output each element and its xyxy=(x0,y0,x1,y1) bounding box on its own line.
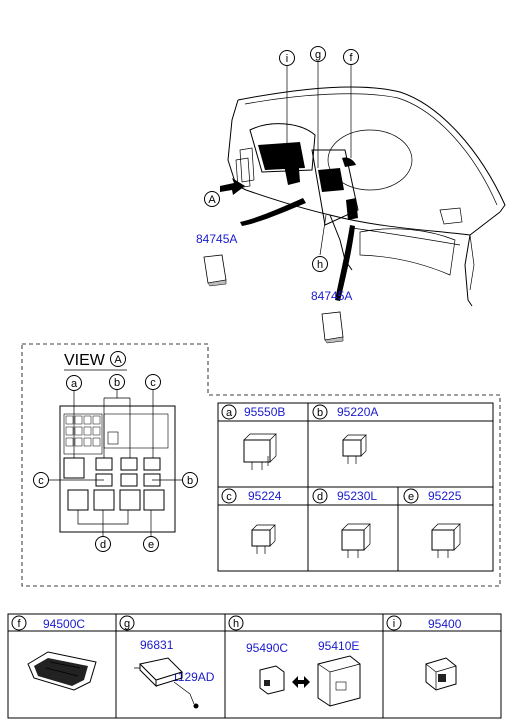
svg-text:h: h xyxy=(317,259,323,271)
callout-g: g xyxy=(310,46,326,62)
unit-icon xyxy=(425,657,457,691)
bottom-parts-table xyxy=(7,613,502,719)
view-label-e: e xyxy=(143,536,159,552)
view-label-b: b xyxy=(182,472,198,488)
svg-text:c: c xyxy=(150,377,156,389)
svg-text:95220A: 95220A xyxy=(337,405,378,419)
sensor-module-icon xyxy=(134,657,199,709)
relay-cell-b: b 95220A xyxy=(312,404,378,464)
callout-f: f xyxy=(343,49,359,65)
relay-icon xyxy=(251,524,276,554)
relay-icon xyxy=(243,433,277,470)
table-cell-h: h 95490C 95410E xyxy=(228,615,361,707)
svg-text:g: g xyxy=(124,618,130,630)
dashboard-illustration xyxy=(220,62,506,307)
view-label-c: c xyxy=(145,374,161,390)
junction-box xyxy=(49,389,183,537)
double-arrow-icon xyxy=(292,676,310,688)
table-cell-i: i 95400 xyxy=(386,615,462,691)
relay-cell-d: d 95230L xyxy=(312,488,377,558)
svg-text:i: i xyxy=(393,618,395,630)
callout-i: i xyxy=(279,50,295,66)
svg-text:c: c xyxy=(226,491,232,503)
svg-text:95490C: 95490C xyxy=(246,641,288,655)
relay-icon xyxy=(342,434,367,464)
view-label-d: d xyxy=(95,536,111,552)
svg-text:c: c xyxy=(38,475,44,487)
relay-table xyxy=(217,402,494,572)
table-cell-f: f 94500C xyxy=(11,615,97,691)
svg-text:A: A xyxy=(114,354,122,366)
view-title: VIEW xyxy=(64,352,106,369)
relay-icon xyxy=(341,523,371,558)
svg-text:b: b xyxy=(114,377,120,389)
svg-text:h: h xyxy=(233,618,239,630)
svg-text:A: A xyxy=(208,194,216,206)
svg-text:95410E: 95410E xyxy=(318,639,359,653)
svg-text:e: e xyxy=(408,491,414,503)
svg-text:f: f xyxy=(349,52,353,64)
svg-text:96831: 96831 xyxy=(140,638,174,652)
svg-text:95224: 95224 xyxy=(248,489,282,503)
view-a-marker: A xyxy=(204,191,220,207)
svg-text:a: a xyxy=(226,407,233,419)
svg-text:i: i xyxy=(286,53,288,65)
svg-text:d: d xyxy=(317,491,323,503)
svg-text:95230L: 95230L xyxy=(337,489,377,503)
relay-icon xyxy=(431,523,461,558)
svg-text:d: d xyxy=(100,539,106,551)
part-number-84745a-right: 84745A xyxy=(311,289,352,303)
view-label-c: c xyxy=(33,472,49,488)
view-title-letter: A xyxy=(110,351,126,367)
svg-text:94500C: 94500C xyxy=(43,617,85,631)
svg-text:b: b xyxy=(187,475,193,487)
svg-text:95550B: 95550B xyxy=(244,405,285,419)
cover-part-icon xyxy=(203,254,227,287)
svg-text:g: g xyxy=(315,49,321,61)
svg-text:95400: 95400 xyxy=(428,617,462,631)
svg-text:95225: 95225 xyxy=(428,489,462,503)
control-module-icon xyxy=(317,655,361,707)
svg-text:e: e xyxy=(148,539,154,551)
view-dashed-border xyxy=(21,343,501,587)
svg-text:a: a xyxy=(71,378,78,390)
relay-cell-c: c 95224 xyxy=(221,488,282,554)
svg-text:1129AD: 1129AD xyxy=(172,670,215,684)
view-label-b: b xyxy=(109,374,125,390)
view-label-a: a xyxy=(66,375,82,391)
receiver-icon xyxy=(259,665,285,695)
cover-part-icon xyxy=(321,311,344,344)
callout-h: h xyxy=(312,256,328,272)
relay-cell-e: e 95225 xyxy=(403,488,462,558)
svg-text:f: f xyxy=(17,618,21,630)
table-cell-g: g 96831 1129AD xyxy=(119,615,215,709)
relay-cell-a: a 95550B xyxy=(221,404,285,470)
svg-text:b: b xyxy=(317,407,323,419)
switch-panel-icon xyxy=(27,651,97,691)
part-number-84745a-left: 84745A xyxy=(196,232,237,246)
